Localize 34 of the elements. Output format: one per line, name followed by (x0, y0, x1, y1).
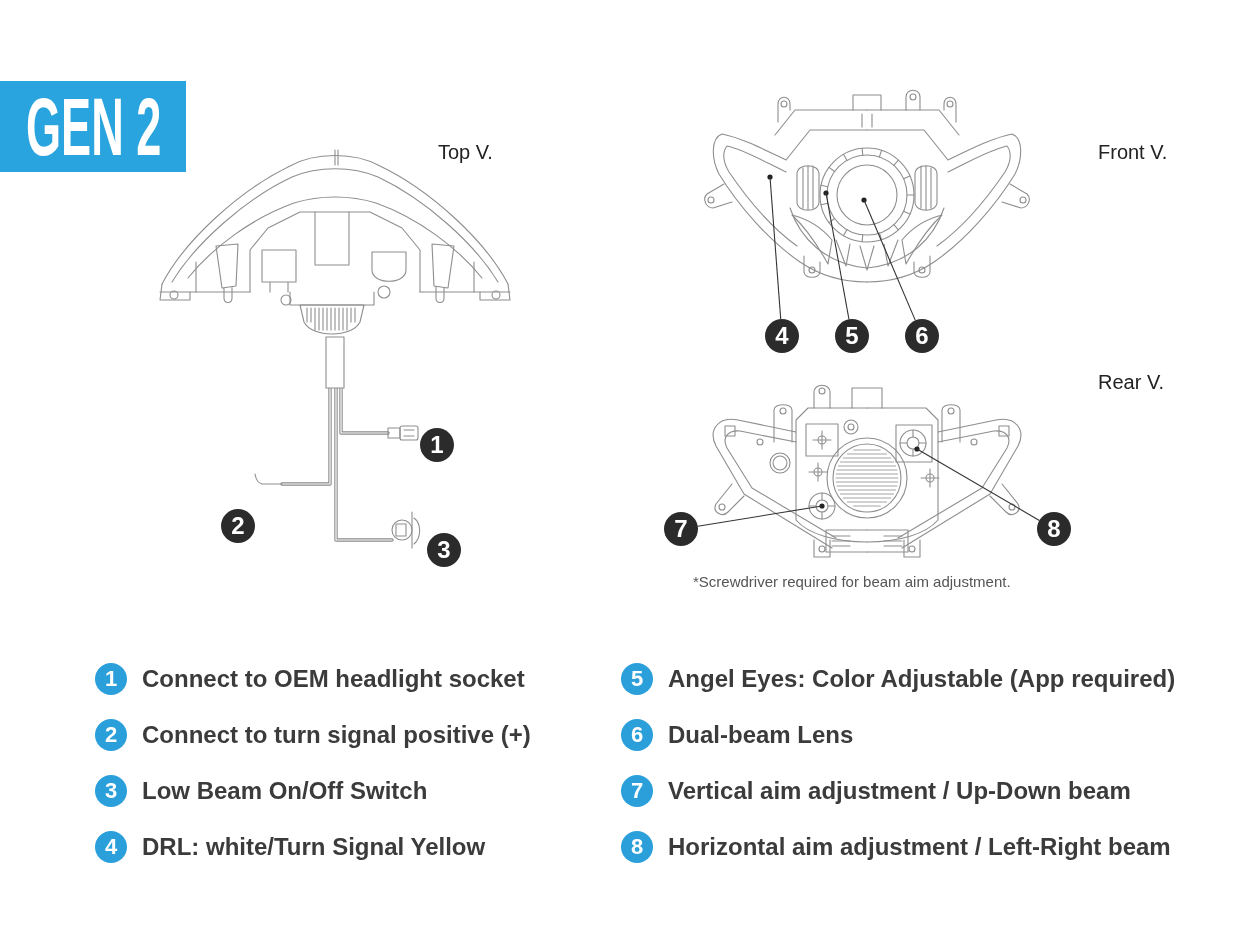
number-marker: 4 (95, 831, 127, 863)
number-marker: 3 (95, 775, 127, 807)
title: GEN 2 (26, 86, 162, 168)
footnote-text: *Screwdriver required for beam aim adjustment. (693, 573, 1011, 591)
leader-line (916, 448, 1040, 521)
number-marker: 6 (621, 719, 653, 751)
item-description: Dual-beam Lens (668, 720, 854, 750)
item-description: Angel Eyes: Color Adjustable (App required) (668, 664, 1176, 694)
view-label: Front V. (1098, 140, 1168, 164)
view-label: Rear V. (1098, 370, 1164, 394)
view-label: Top V. (438, 140, 493, 164)
item-description: DRL: white/Turn Signal Yellow (142, 832, 486, 862)
leader-line (697, 505, 823, 527)
leader-line (825, 192, 850, 320)
callout-number: 4 (765, 319, 799, 353)
number-marker: 8 (621, 831, 653, 863)
item-description: Horizontal aim adjustment / Left-Right beam (668, 832, 1171, 862)
number-marker: 7 (621, 775, 653, 807)
callout-number: 5 (835, 319, 869, 353)
leader-line (863, 199, 916, 321)
leader-line (769, 176, 782, 320)
callout-number: 2 (221, 509, 255, 543)
item-description: Connect to turn signal positive (+) (142, 720, 531, 750)
number-marker: 2 (95, 719, 127, 751)
callout-number: 3 (427, 533, 461, 567)
item-description: Vertical aim adjustment / Up-Down beam (668, 776, 1131, 806)
callout-number: 1 (420, 428, 454, 462)
callout-number: 6 (905, 319, 939, 353)
callout-number: 8 (1037, 512, 1071, 546)
number-marker: 5 (621, 663, 653, 695)
number-marker: 1 (95, 663, 127, 695)
item-description: Connect to OEM headlight socket (142, 664, 525, 694)
item-description: Low Beam On/Off Switch (142, 776, 428, 806)
callout-number: 7 (664, 512, 698, 546)
